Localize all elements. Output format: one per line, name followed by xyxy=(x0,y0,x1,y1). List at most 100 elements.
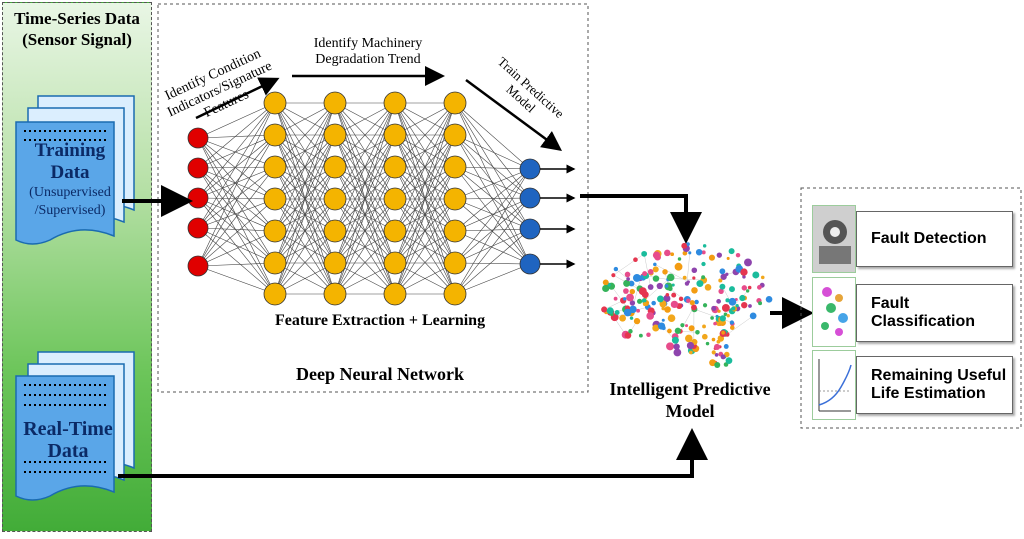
network-edge xyxy=(197,197,276,232)
brain-dot xyxy=(711,350,716,355)
brain-dot xyxy=(729,320,735,325)
network-edge xyxy=(454,102,531,265)
network-edge xyxy=(454,134,531,230)
network-edge xyxy=(197,102,276,169)
network-edge xyxy=(454,168,531,295)
network-edge xyxy=(454,228,531,295)
network-edge xyxy=(197,166,276,169)
hidden-node xyxy=(323,219,347,243)
brain-dot xyxy=(686,341,695,350)
network-edge xyxy=(454,134,531,199)
network-edge xyxy=(394,166,456,295)
network-edge xyxy=(197,227,276,232)
hidden-node xyxy=(323,91,347,115)
network-edge xyxy=(197,137,276,200)
condition-arrow xyxy=(195,77,280,120)
training-data-doc xyxy=(15,95,135,245)
output-node xyxy=(519,218,541,240)
brain-dot xyxy=(651,300,656,306)
output-node xyxy=(519,253,541,275)
network-edge xyxy=(454,166,531,265)
brain-dot xyxy=(719,283,726,290)
brain-dot xyxy=(614,310,620,315)
network-edge xyxy=(334,102,396,232)
brain-dot xyxy=(721,303,730,312)
network-edge xyxy=(454,263,531,295)
train-arrow xyxy=(465,78,563,151)
brain-dot xyxy=(692,276,696,280)
realtime-title-line1: Real-Time xyxy=(23,418,113,440)
degradation-trend-label: Identify Machinery Degradation Trend xyxy=(313,36,423,67)
fault-classification-thumbnail xyxy=(812,277,856,347)
hidden-node xyxy=(383,123,407,147)
hidden-node xyxy=(323,187,347,211)
predictive-model-caption-line1: Intelligent Predictive xyxy=(609,379,771,399)
hidden-node xyxy=(443,219,467,243)
output-node xyxy=(519,158,541,180)
brain-dot xyxy=(641,250,648,257)
network-edge xyxy=(197,134,276,267)
fault-classification-line2: Classification xyxy=(871,313,976,330)
network-edge xyxy=(197,230,276,267)
brain-link xyxy=(654,264,689,283)
brain-dot xyxy=(721,330,725,335)
brain-dot xyxy=(731,306,736,311)
network-edge xyxy=(454,102,531,170)
brain-dot xyxy=(688,325,695,332)
brain-dot xyxy=(680,323,685,328)
input-node xyxy=(187,187,209,209)
brain-dot xyxy=(671,292,677,298)
brain-dot xyxy=(691,287,698,294)
brain-dot xyxy=(728,248,735,255)
network-edges xyxy=(197,102,531,295)
brain-link xyxy=(644,277,671,301)
brain-dot xyxy=(653,262,657,267)
brain-dot xyxy=(701,261,706,267)
hidden-node xyxy=(323,282,347,306)
brain-dot xyxy=(647,284,654,290)
input-node xyxy=(187,127,209,149)
brain-dot xyxy=(626,293,634,302)
brain-dot xyxy=(714,361,721,369)
network-edge xyxy=(197,197,276,264)
network-edge xyxy=(197,167,276,200)
network-edge xyxy=(197,167,276,232)
brain-dot xyxy=(632,274,641,282)
brain-dot xyxy=(691,304,697,311)
brain-dot xyxy=(629,288,636,295)
brain-dot xyxy=(760,275,765,280)
brain-dot xyxy=(749,312,757,320)
brain-dot xyxy=(701,275,706,280)
network-edge xyxy=(197,198,276,229)
network-edge xyxy=(454,166,531,199)
network-edge xyxy=(197,227,276,264)
output-node xyxy=(519,187,541,209)
brain-dot xyxy=(704,284,712,291)
brain-dot xyxy=(728,297,737,306)
hidden-node xyxy=(323,155,347,179)
brain-link xyxy=(686,252,690,284)
brain-dot xyxy=(758,301,763,306)
brain-dot xyxy=(602,284,610,293)
network-edge xyxy=(334,230,396,295)
brain-dot xyxy=(633,257,638,263)
brain-link xyxy=(604,300,624,310)
brain-dot xyxy=(752,271,760,279)
network-edge xyxy=(197,134,276,139)
network-edge xyxy=(197,167,276,295)
network-edge xyxy=(454,228,531,232)
network-edge xyxy=(197,166,276,229)
input-node xyxy=(187,157,209,179)
brain-link xyxy=(694,309,732,323)
hidden-node xyxy=(383,155,407,179)
brain-dot xyxy=(619,314,626,322)
training-data-title: Training Data xyxy=(20,140,120,184)
brain-dot xyxy=(652,266,659,273)
brain-dot xyxy=(757,285,762,290)
brain-dot xyxy=(662,269,668,275)
hidden-node xyxy=(263,123,287,147)
brain-dot xyxy=(638,333,643,338)
time-series-title: Time-Series Data (Sensor Signal) xyxy=(2,8,152,50)
training-sub-line1: (Unsupervised xyxy=(29,185,111,200)
network-to-model-arrow xyxy=(580,194,702,244)
